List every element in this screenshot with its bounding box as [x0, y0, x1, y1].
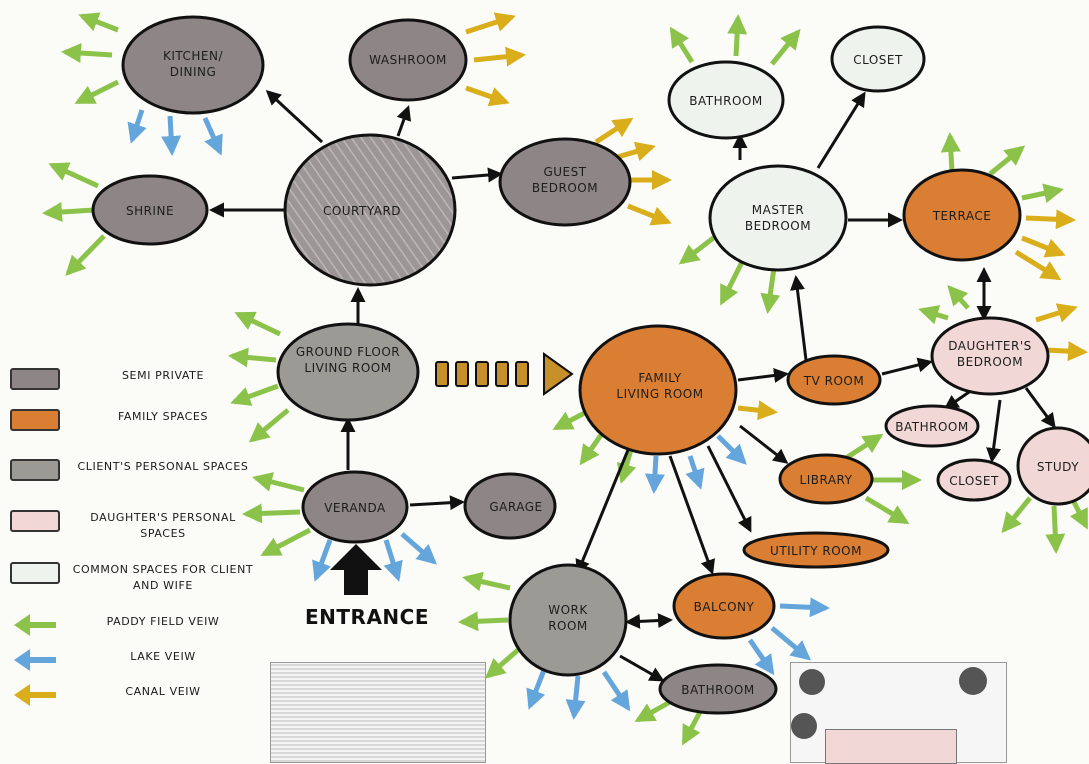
legend-label: COMMON SPACES FOR CLIENT AND WIFE [72, 563, 254, 592]
bubble-bathroom-work [658, 663, 778, 715]
label-study: STUDY [1037, 460, 1079, 474]
bubble-bathroom-master [667, 60, 785, 140]
label-kitchen: KITCHEN/DINING [163, 49, 223, 79]
entrance-label: ENTRANCE [305, 605, 429, 629]
legend-label: CLIENT'S PERSONAL SPACES [77, 460, 249, 473]
label-library: LIBRARY [800, 473, 853, 487]
bubble-courtyard [283, 133, 457, 287]
legend-label: SEMI PRIVATE [121, 369, 205, 382]
legend-item: DAUGHTER'S PERSONAL SPACES [10, 506, 260, 546]
label-courtyard: COURTYARD [323, 204, 401, 218]
sketch-elevation [270, 662, 486, 763]
label-balcony: BALCONY [694, 600, 755, 614]
legend-item: FAMILY SPACES [10, 405, 260, 435]
label-garage: GARAGE [489, 500, 542, 514]
legend-swatch [10, 562, 60, 584]
label-closet-master: CLOSET [853, 53, 903, 67]
label-veranda: VERANDA [324, 501, 386, 515]
bubble-shrine [91, 174, 209, 246]
legend-item: SEMI PRIVATE [10, 364, 260, 394]
legend-item: LAKE VEIW [10, 645, 260, 675]
bubble-master-bedroom [708, 164, 848, 272]
label-tv-room: TV ROOM [803, 374, 864, 388]
bubble-library [778, 453, 874, 505]
label-utility-room: UTILITY ROOM [770, 544, 862, 558]
bubble-closet-daughter [936, 458, 1012, 502]
bubble-garage [463, 472, 557, 540]
connector-arrows [209, 89, 1056, 682]
bubble-washroom [348, 18, 468, 102]
legend-item: PADDY FIELD VEIW [10, 610, 260, 640]
legend-label: CANAL VEIW [125, 685, 201, 698]
bubble-terrace [902, 168, 1022, 262]
plan-room [825, 729, 957, 764]
bubble-ground-floor-living [276, 322, 420, 422]
bubble-labels: KITCHEN/DINING WASHROOM SHRINE COURTYARD… [126, 49, 1079, 697]
legend-item: CANAL VEIW [10, 680, 260, 710]
label-closet-daughter: CLOSET [949, 474, 999, 488]
legend-item: CLIENT'S PERSONAL SPACES [10, 455, 260, 495]
sketch-plan [790, 662, 1007, 764]
bubble-utility-room [742, 531, 890, 569]
view-arrows [42, 12, 1089, 746]
bubble-guest-bedroom [498, 137, 632, 227]
legend-item: COMMON SPACES FOR CLIENT AND WIFE [10, 558, 260, 598]
label-bathroom-daughter: BATHROOM [895, 420, 968, 434]
tree-symbol [799, 669, 825, 695]
flow-arrow [435, 352, 574, 396]
legend-swatch [10, 368, 60, 390]
bubbles [91, 15, 1089, 715]
legend-swatch [10, 510, 60, 532]
label-bathroom-work: BATHROOM [681, 683, 754, 697]
lake-arrow-icon [14, 649, 56, 671]
bubble-bathroom-daughter [884, 404, 980, 448]
legend-swatch [10, 459, 60, 481]
entrance-arrow [330, 544, 382, 595]
bubble-veranda [301, 470, 409, 544]
label-washroom: WASHROOM [369, 53, 447, 67]
legend-label: FAMILY SPACES [117, 410, 209, 423]
bubble-study [1016, 426, 1089, 506]
legend-label: PADDY FIELD VEIW [106, 615, 220, 628]
bubble-balcony [672, 572, 776, 640]
label-terrace: TERRACE [932, 209, 992, 223]
legend-label: LAKE VEIW [130, 650, 196, 663]
legend-swatch [10, 409, 60, 431]
bubble-kitchen [121, 15, 265, 115]
tree-symbol [959, 667, 987, 695]
bubble-tv-room [786, 354, 882, 406]
bubble-family-living [578, 324, 738, 456]
bubble-daughters-bedroom [930, 316, 1050, 396]
tree-symbol [791, 713, 817, 739]
legend-label: DAUGHTER'S PERSONAL SPACES [90, 511, 236, 540]
label-shrine: SHRINE [126, 204, 174, 218]
bubble-closet-master [830, 25, 926, 93]
label-bathroom-master: BATHROOM [689, 94, 762, 108]
canal-arrow-icon [14, 684, 56, 706]
bubble-work-room [508, 563, 628, 677]
paddy-arrow-icon [14, 614, 56, 636]
